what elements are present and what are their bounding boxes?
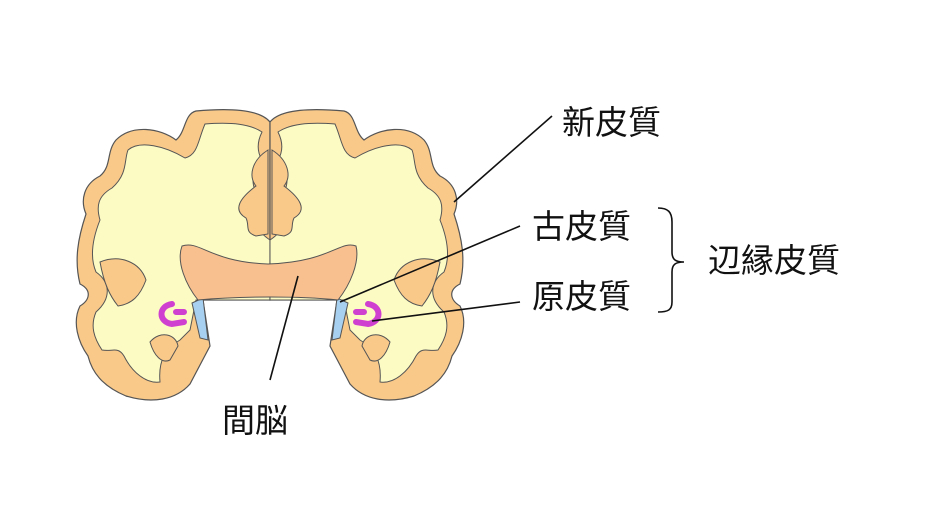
leader-lines [269, 115, 685, 381]
left-hemisphere [75, 109, 271, 401]
midline-gyrus [238, 149, 269, 237]
diencephalon-shape [179, 244, 358, 301]
label-limbic-cortex: 辺縁皮質 [708, 241, 840, 280]
temporal-gyrus [149, 334, 179, 362]
label-paleocortex: 古皮質 [532, 207, 631, 246]
label-diencephalon: 間脳 [222, 401, 288, 440]
label-archicortex: 原皮質 [532, 277, 631, 316]
label-neocortex: 新皮質 [562, 103, 661, 142]
lateral-sulcus-gyrus [99, 258, 147, 307]
hippocampus [158, 301, 187, 328]
